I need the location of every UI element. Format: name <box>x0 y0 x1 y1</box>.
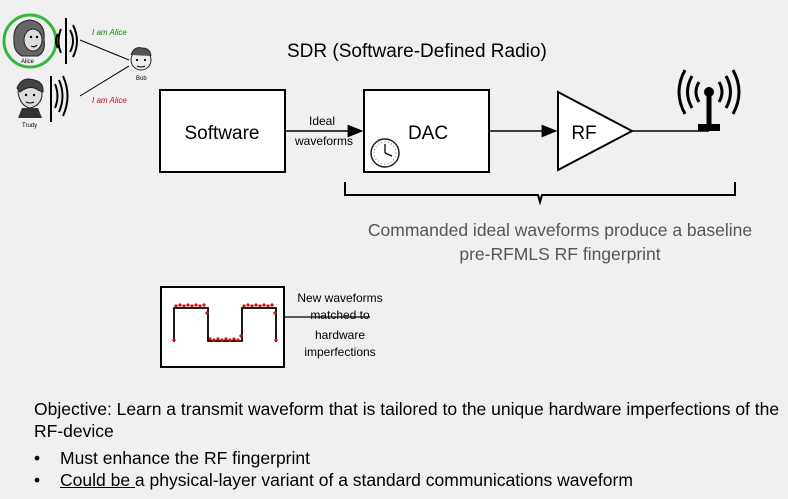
bob-name-label: Bob <box>136 76 147 82</box>
baseline-fingerprint-caption: Commanded ideal waveforms produce a base… <box>330 218 788 266</box>
dac-block: DAC <box>363 89 490 173</box>
objective-text: Objective: Learn a transmit waveform tha… <box>34 399 780 441</box>
bullet-text: Must enhance the RF fingerprint <box>60 448 310 468</box>
alice-name-label: Alice <box>21 59 35 65</box>
bullet-underlined-text: Could be <box>60 470 135 490</box>
bullet-text: a physical-layer variant of a standard c… <box>134 470 633 490</box>
new-waveforms-line-4: imperfections <box>304 345 375 359</box>
dac-block-label: DAC <box>408 123 448 144</box>
caption-line-1: Commanded ideal waveforms produce a base… <box>367 220 753 240</box>
alice-speech-text: I am Alice <box>92 28 127 37</box>
rf-block-label: RF <box>571 123 596 144</box>
caption-line-2: pre-RFMLS RF fingerprint <box>459 244 661 264</box>
clock-icon <box>370 138 400 168</box>
trudy-speech-text: I am Alice <box>92 96 127 105</box>
alice-bob-trudy-cartoon: Alice I am Alice Bob <box>2 13 152 129</box>
software-block-label: Software <box>185 123 260 144</box>
requirements-list: Must enhance the RF fingerprint Could be… <box>34 447 633 491</box>
new-waveforms-line-3: hardware <box>315 328 365 342</box>
new-waveforms-line-2: matched to <box>310 308 370 322</box>
ideal-square-waveform <box>173 307 277 342</box>
brace-bracket <box>344 182 736 206</box>
transmit-antenna-icon <box>677 69 741 131</box>
bullet-item: Could be a physical-layer variant of a s… <box>34 469 633 491</box>
sdr-title: SDR (Software-Defined Radio) <box>287 41 547 62</box>
alice-antenna-icon <box>55 18 78 64</box>
new-waveforms-line-1: New waveforms <box>297 291 382 305</box>
trudy-figure: Trudy <box>16 78 44 129</box>
waveform-box <box>160 286 285 368</box>
bullet-item: Must enhance the RF fingerprint <box>34 447 633 469</box>
trudy-antenna-icon <box>50 75 69 122</box>
bob-figure: Bob <box>130 47 152 82</box>
rf-amplifier-block: RF <box>557 90 635 172</box>
trudy-name-label: Trudy <box>22 123 37 129</box>
trudy-to-bob-line <box>79 65 130 97</box>
ideal-label: Ideal <box>309 114 335 128</box>
alice-to-bob-line <box>79 39 130 61</box>
waveforms-label: waveforms <box>294 134 353 148</box>
software-block: Software <box>159 89 286 173</box>
distorted-waveform-dots <box>172 303 278 342</box>
alice-figure: Alice <box>2 13 58 69</box>
